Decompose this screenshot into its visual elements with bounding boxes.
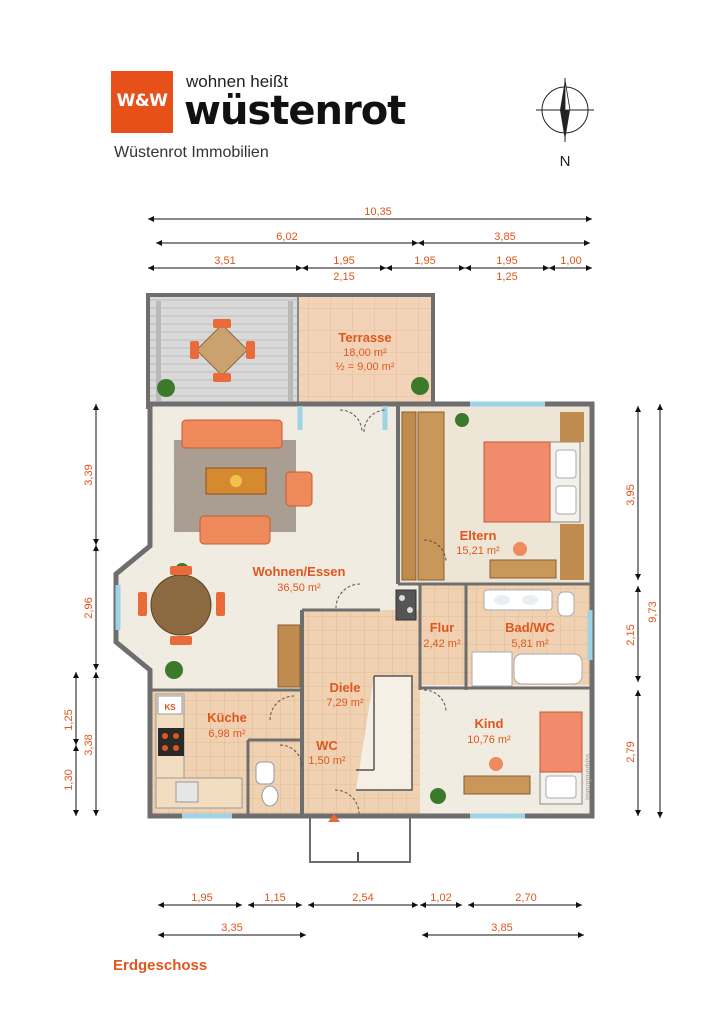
dim-top-b: 3,85 [494,231,515,243]
dim-right-3: 2,79 [625,741,637,762]
brand-tagline: wohnen heißt [186,72,289,91]
dim-top-a: 6,02 [276,231,297,243]
logo-mark: W&W [116,91,168,111]
living-furniture [138,419,313,688]
bath-fixtures [395,589,583,687]
dimension-lines-right [637,404,661,818]
room-area-wc: 1,50 m² [308,755,346,767]
dim-top-c3: 1,95 [414,255,435,267]
walls [113,401,595,819]
room-name-wc: WC [316,738,338,753]
room-name-wohnen: Wohnen/Essen [253,564,346,579]
dim-top-total: 10,35 [364,206,392,218]
doors [269,409,447,815]
room-area-terrasse: 18,00 m² [343,347,387,359]
room-area-flur: 2,42 m² [423,638,461,650]
dim-left-3: 1,25 [63,709,75,730]
dim-bottom-1: 1,95 [191,892,212,904]
room-area-kind: 10,76 m² [467,734,511,746]
room-name-flur: Flur [430,620,455,635]
dimension-lines-bottom [158,904,584,936]
dim-left-4: 3,38 [83,734,95,755]
dim-bottom-4: 1,02 [430,892,451,904]
dim-right-1: 3,95 [625,484,637,505]
kitchen-fixtures [155,693,243,809]
windows [115,401,593,819]
dim-left-1: 3,39 [83,464,95,485]
terrace-area [146,293,435,409]
dim-bottom-6: 3,35 [221,922,242,934]
room-name-kind: Kind [475,716,504,731]
entrance-porch [309,814,411,863]
room-area-diele: 7,29 m² [326,697,364,709]
room-name-terrasse: Terrasse [338,330,391,345]
brand-name: wüstenrot [184,88,406,134]
dim-left-2: 2,96 [83,597,95,618]
dim-right-total: 9,73 [647,601,659,622]
fridge-label: KS [164,703,176,712]
dim-bottom-7: 3,85 [491,922,512,934]
kind-furniture [430,711,583,805]
room-name-eltern: Eltern [460,528,497,543]
dim-top-c4b: 1,25 [496,271,517,283]
wuestenrot-logo: W&W [111,71,173,133]
dim-bottom-3: 2,54 [352,892,373,904]
dim-right-2: 2,15 [625,624,637,645]
dim-left-5: 1,30 [63,769,75,790]
dim-top-c2: 1,95 [333,255,354,267]
bedroom-furniture [401,411,584,581]
company-name: Wüstenrot Immobilien [114,144,269,161]
dim-top-c5: 1,00 [560,255,581,267]
watermark: Immogrundriss [585,753,592,800]
dim-bottom-2: 1,15 [264,892,285,904]
room-note-terrasse: ½ = 9,00 m² [335,361,394,373]
dim-top-c2b: 2,15 [333,271,354,283]
room-name-bad: Bad/WC [505,620,555,635]
room-name-kueche: Küche [207,710,247,725]
floor-label: Erdgeschoss [113,957,208,974]
wc-fixtures [255,761,279,807]
room-area-eltern: 15,21 m² [456,545,500,557]
diele-stairs [356,675,413,791]
dim-bottom-5: 2,70 [515,892,536,904]
dim-top-c4: 1,95 [496,255,517,267]
dim-top-c1: 3,51 [214,255,235,267]
north-compass-icon: N [536,78,594,170]
dimension-lines-left [75,404,97,816]
room-area-kueche: 6,98 m² [208,728,246,740]
north-label: N [560,153,571,170]
room-name-diele: Diele [329,680,360,695]
dimension-lines-top [148,218,592,269]
room-area-bad: 5,81 m² [511,638,549,650]
room-area-wohnen: 36,50 m² [277,582,321,594]
